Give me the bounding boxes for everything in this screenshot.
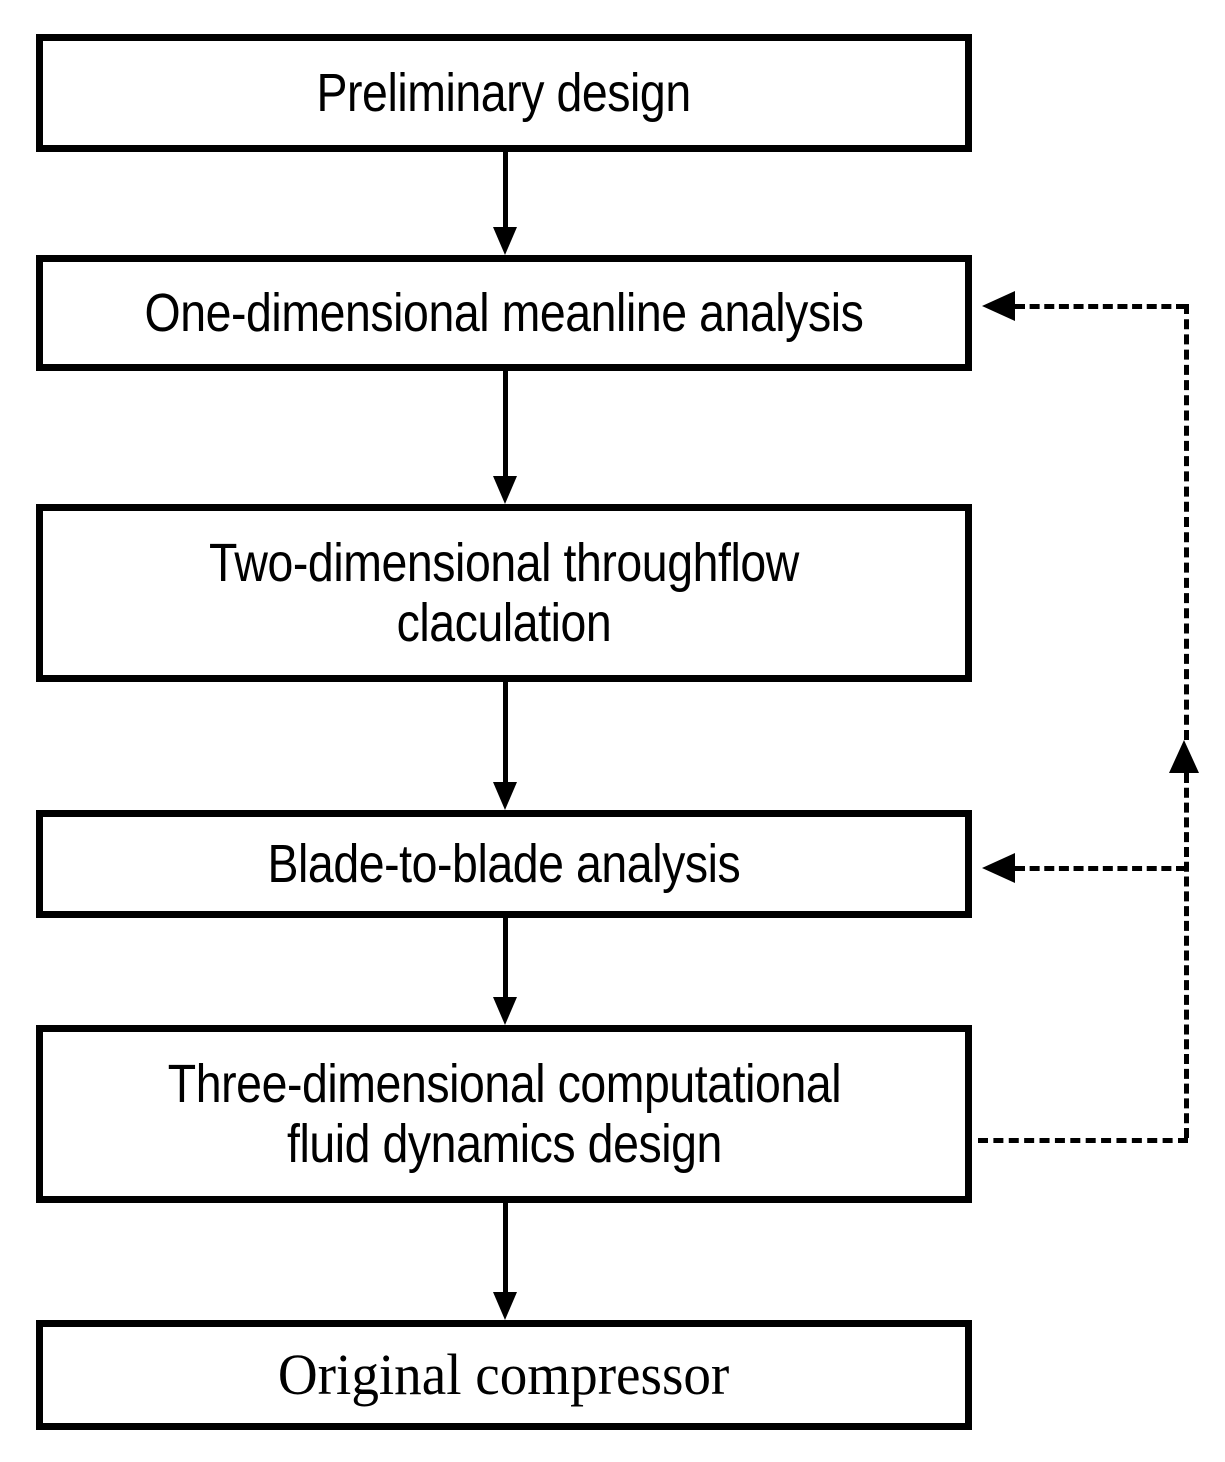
arrowhead-down-icon xyxy=(493,997,517,1025)
node-original-compressor[interactable]: Original compressor xyxy=(36,1320,972,1430)
feedback-vertical-line xyxy=(1184,773,1189,1138)
feedback-branch-to-meanline xyxy=(1015,304,1186,309)
node-throughflow-calculation[interactable]: Two-dimensional throughflow claculation xyxy=(36,504,972,682)
node-label-cfd-design: Three-dimensional computational fluid dy… xyxy=(167,1053,841,1174)
node-meanline-analysis[interactable]: One-dimensional meanline analysis xyxy=(36,255,972,371)
feedback-source-from-cfd xyxy=(978,1138,1188,1143)
node-preliminary-design[interactable]: Preliminary design xyxy=(36,34,972,152)
arrowhead-down-icon xyxy=(493,782,517,810)
connector-line xyxy=(503,371,508,479)
feedback-branch-to-blade xyxy=(1015,866,1186,871)
connector-line xyxy=(503,918,508,1000)
feedback-vertical-line-upper xyxy=(1184,304,1189,740)
arrowhead-left-icon-meanline xyxy=(982,291,1015,321)
node-blade-to-blade-analysis[interactable]: Blade-to-blade analysis xyxy=(36,810,972,918)
connector-meanline-to-throughflow xyxy=(493,371,517,504)
node-label-meanline-analysis: One-dimensional meanline analysis xyxy=(144,282,864,343)
node-label-preliminary-design: Preliminary design xyxy=(316,62,692,123)
connector-line xyxy=(503,1203,508,1295)
connector-cfd-to-original-compressor xyxy=(493,1203,517,1320)
node-cfd-design[interactable]: Three-dimensional computational fluid dy… xyxy=(36,1025,972,1203)
arrowhead-down-icon xyxy=(493,476,517,504)
node-label-blade-to-blade-analysis: Blade-to-blade analysis xyxy=(267,833,741,894)
arrowhead-up-icon xyxy=(1169,740,1199,773)
connector-line xyxy=(503,682,508,785)
node-label-throughflow-calculation: Two-dimensional throughflow claculation xyxy=(209,532,799,653)
connector-throughflow-to-blade xyxy=(493,682,517,810)
arrowhead-down-icon xyxy=(493,227,517,255)
node-label-original-compressor: Original compressor xyxy=(278,1341,730,1407)
arrowhead-left-icon-blade xyxy=(982,853,1015,883)
connector-blade-to-cfd xyxy=(493,918,517,1025)
connector-line xyxy=(503,152,508,230)
connector-preliminary-to-meanline xyxy=(493,152,517,255)
arrowhead-down-icon xyxy=(493,1292,517,1320)
